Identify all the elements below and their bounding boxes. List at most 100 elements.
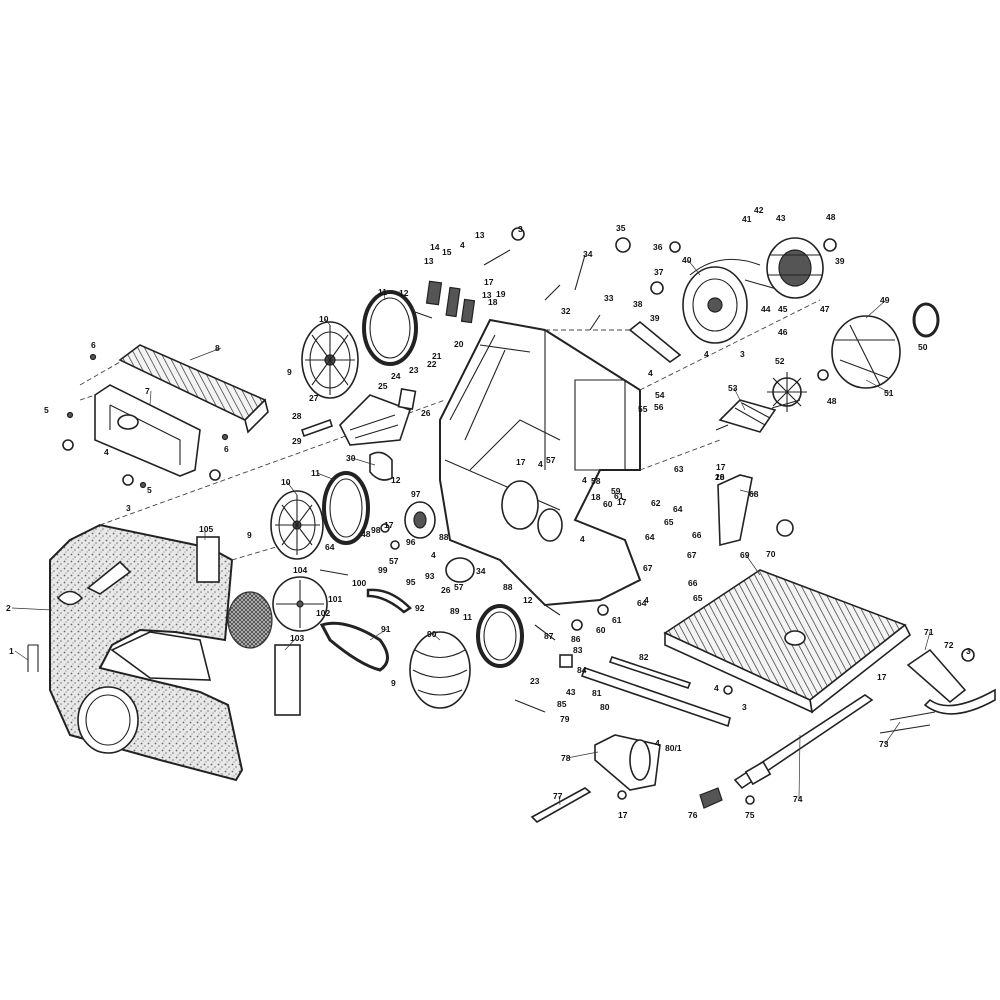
leader-c1 — [14, 650, 29, 661]
callout-c42: 42 — [754, 205, 764, 215]
upper-frame — [79, 361, 201, 477]
callout-c29: 29 — [292, 436, 302, 446]
callout-c3c: 3 — [740, 349, 745, 359]
leader-c10b — [286, 481, 298, 496]
callout-c88b: 88 — [503, 582, 513, 592]
callout-c64c: 64 — [645, 532, 655, 542]
callout-c57b: 57 — [389, 556, 399, 566]
callout-c34b: 34 — [476, 566, 486, 576]
callout-c4g: 4 — [431, 550, 436, 560]
callout-c40: 40 — [682, 255, 692, 265]
callout-c87: 87 — [544, 631, 554, 641]
callout-c65a: 65 — [664, 517, 674, 527]
callout-c18c: 18 — [715, 472, 725, 482]
leader-c90 — [432, 633, 441, 641]
callout-c81: 81 — [592, 688, 602, 698]
callout-c11a: 11 — [378, 287, 387, 297]
callout-c45: 45 — [778, 304, 788, 314]
callout-c17f: 17 — [877, 672, 887, 682]
main-frame — [439, 299, 821, 607]
leader-c7 — [149, 390, 152, 406]
leader-c2 — [11, 607, 53, 611]
cover-panel-105 — [196, 536, 220, 583]
callout-c83: 83 — [573, 645, 583, 655]
saw-table — [663, 569, 912, 714]
callout-c41: 41 — [742, 214, 752, 224]
callout-c11b: 11 — [311, 468, 320, 478]
drive-belt — [319, 588, 412, 672]
callout-c65b: 65 — [693, 593, 703, 603]
callout-c3d: 3 — [742, 702, 747, 712]
callout-c92: 92 — [415, 603, 425, 613]
callout-c98: 98 — [371, 525, 381, 535]
callout-c27: 27 — [309, 393, 319, 403]
callout-c18a: 18 — [488, 297, 498, 307]
callout-c101: 101 — [328, 594, 342, 604]
callout-c60b: 60 — [596, 625, 606, 635]
table-trunnion — [879, 648, 996, 734]
callout-c47: 47 — [820, 304, 830, 314]
callout-c13a: 13 — [475, 230, 485, 240]
callout-c97: 97 — [411, 489, 421, 499]
callout-c4c: 4 — [704, 349, 709, 359]
callout-c12a: 12 — [399, 288, 409, 298]
lower-pulley — [409, 631, 471, 709]
leader-c91 — [369, 628, 388, 641]
callout-c95: 95 — [406, 577, 416, 587]
callout-c72: 72 — [944, 640, 954, 650]
small-fasteners-left — [62, 353, 229, 489]
callout-c13b: 13 — [424, 256, 434, 266]
callout-c6a: 6 — [91, 340, 96, 350]
callout-c85: 85 — [557, 699, 567, 709]
callout-leaders — [11, 259, 931, 806]
callout-c17c: 17 — [384, 520, 394, 530]
mesh-disc — [227, 591, 273, 649]
callout-c100: 100 — [352, 578, 366, 588]
callout-c69: 69 — [740, 550, 750, 560]
lower-tyre-11c — [476, 604, 524, 668]
bracket-1 — [27, 644, 39, 672]
callout-c74: 74 — [793, 794, 803, 804]
callout-c90: 90 — [427, 629, 437, 639]
callout-c4j: 4 — [714, 683, 719, 693]
fence-rail — [733, 694, 874, 790]
leader-c51 — [865, 379, 891, 394]
callout-c4b: 4 — [460, 240, 465, 250]
callout-c9c: 9 — [391, 678, 396, 688]
callout-c12b: 12 — [391, 475, 401, 485]
callout-c39b: 39 — [835, 256, 845, 266]
callout-c67b: 67 — [643, 563, 653, 573]
callout-c7: 7 — [145, 386, 150, 396]
adjuster-parts — [514, 519, 794, 805]
callout-c14: 14 — [430, 242, 440, 252]
callout-c66a: 66 — [692, 530, 702, 540]
callout-c24: 24 — [391, 371, 401, 381]
cover-panel-103 — [274, 644, 301, 716]
callout-c34a: 34 — [583, 249, 593, 259]
callout-c33: 33 — [604, 293, 614, 303]
leader-c8 — [189, 347, 222, 361]
callout-c37: 37 — [654, 267, 664, 277]
callout-c77: 77 — [553, 791, 563, 801]
callout-c35: 35 — [616, 223, 626, 233]
callout-c20a: 20 — [454, 339, 464, 349]
callout-c26b: 26 — [441, 585, 451, 595]
callout-c4a: 4 — [104, 447, 109, 457]
callout-c10a: 10 — [319, 314, 329, 324]
callout-c57c: 57 — [454, 582, 464, 592]
callout-c39a: 39 — [650, 313, 660, 323]
callout-c62: 62 — [651, 498, 661, 508]
callout-c4i: 4 — [644, 595, 649, 605]
callout-c17a: 17 — [484, 277, 494, 287]
callout-c80: 80 — [600, 702, 610, 712]
motor-cover — [831, 315, 901, 389]
callout-c48a: 48 — [826, 212, 836, 222]
callout-c5a: 5 — [44, 405, 49, 415]
leader-c69 — [745, 554, 761, 576]
callout-c61b: 61 — [612, 615, 622, 625]
callout-c10b: 10 — [281, 477, 291, 487]
callout-c66b: 66 — [688, 578, 698, 588]
callout-c21: 21 — [432, 351, 442, 361]
callout-c13c: 13 — [482, 290, 492, 300]
cover-door — [49, 399, 446, 782]
